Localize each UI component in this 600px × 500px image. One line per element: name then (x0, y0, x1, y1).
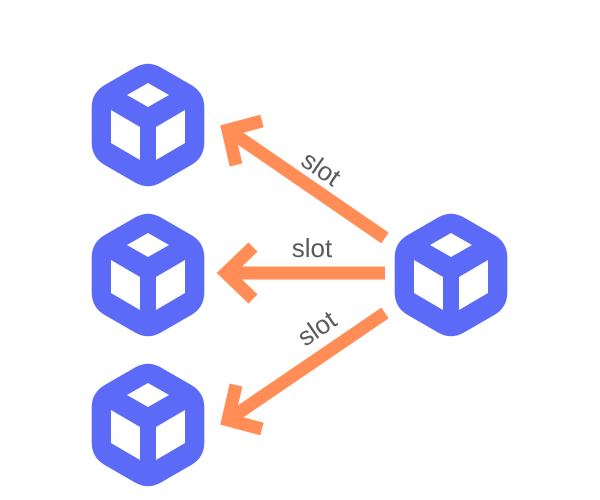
edge-to-top: slot (220, 114, 389, 244)
arrowhead-to-middle-icon (216, 242, 258, 304)
cube-icon (91, 363, 205, 487)
cube-node-bottom (91, 363, 205, 487)
cube-node-top (91, 63, 205, 187)
cube-node-source (394, 213, 508, 337)
arrowhead-to-top-icon (220, 114, 264, 167)
cube-icon (91, 63, 205, 187)
cube-node-middle (91, 213, 205, 337)
cube-icon (91, 213, 205, 337)
edge-to-bottom: slot (220, 304, 389, 436)
edge-label-middle: slot (292, 233, 333, 263)
arrow-to-bottom (224, 307, 389, 426)
edge-to-middle: slot (216, 233, 385, 304)
cube-icon (394, 213, 508, 337)
arrowhead-to-bottom-icon (220, 383, 264, 436)
arrow-to-top (224, 124, 389, 244)
